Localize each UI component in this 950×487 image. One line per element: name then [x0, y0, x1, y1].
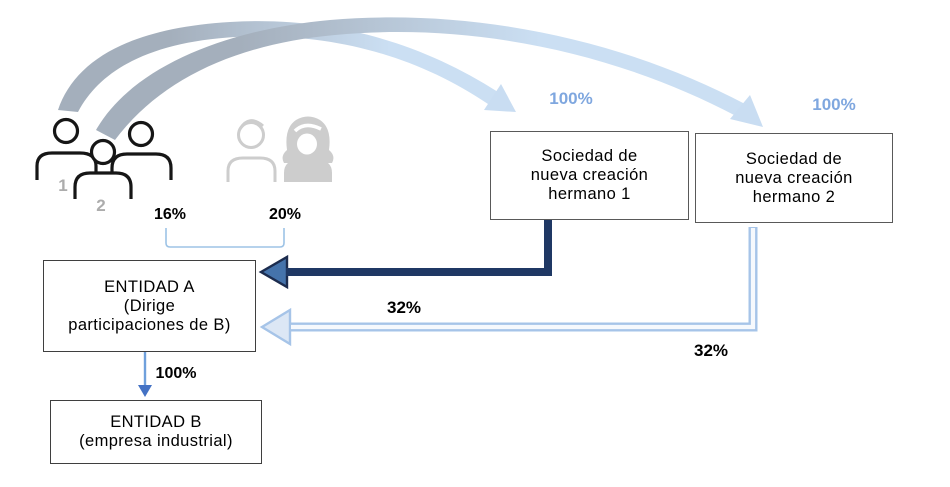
share-label-20: 20% — [268, 206, 302, 223]
arrowhead-icon — [259, 307, 292, 347]
box-line: (Dirige — [123, 296, 176, 315]
woman-silhouette-icon — [282, 116, 334, 182]
siblings-group-icon — [35, 117, 173, 199]
arrowhead-icon — [730, 95, 763, 127]
share-label-100-hermano1: 100% — [549, 89, 593, 108]
share-label-32-hermano1: 32% — [386, 298, 422, 317]
box-line: ENTIDAD A — [104, 277, 195, 296]
siblings-to-hermano2-curved-arrow — [96, 17, 763, 140]
share-label-100-hermano2: 100% — [812, 95, 856, 114]
share-label-100-a-to-b: 100% — [155, 365, 197, 382]
shares-bracket-connector — [165, 228, 285, 248]
entidad-a-to-entidad-b-arrow — [138, 352, 152, 397]
box-line: Sociedad de — [541, 147, 638, 165]
siblings-to-hermano1-curved-arrow — [58, 21, 516, 113]
share-label-16: 16% — [153, 206, 187, 223]
box-line: hermano 2 — [752, 187, 836, 206]
box-line: nueva creación — [735, 168, 853, 187]
box-line: nueva creación — [530, 166, 649, 184]
couple-icon — [226, 116, 334, 182]
sibling-2-number: 2 — [96, 196, 105, 215]
arrowhead-icon — [484, 84, 516, 112]
hermano2-to-entidad-a-arrow — [259, 227, 758, 347]
box-line: hermano 1 — [548, 185, 631, 203]
box-entidad-a: ENTIDAD A (Dirige participaciones de B) — [43, 260, 256, 352]
box-sociedad-hermano-1: Sociedad de nueva creación hermano 1 — [490, 131, 689, 220]
box-sociedad-hermano-2: Sociedad de nueva creación hermano 2 — [695, 133, 893, 223]
sibling-1-number: 1 — [58, 176, 67, 195]
box-line: ENTIDAD B — [110, 413, 202, 431]
arrowhead-icon — [258, 254, 289, 290]
box-line: participaciones de B) — [68, 315, 231, 334]
box-line: (empresa industrial) — [79, 432, 233, 450]
share-label-32-hermano2: 32% — [693, 341, 729, 360]
box-line: Sociedad de — [745, 149, 843, 168]
hermano1-to-entidad-a-arrow — [258, 219, 552, 290]
box-entidad-b: ENTIDAD B (empresa industrial) — [50, 400, 262, 464]
arrowhead-icon — [138, 385, 152, 397]
